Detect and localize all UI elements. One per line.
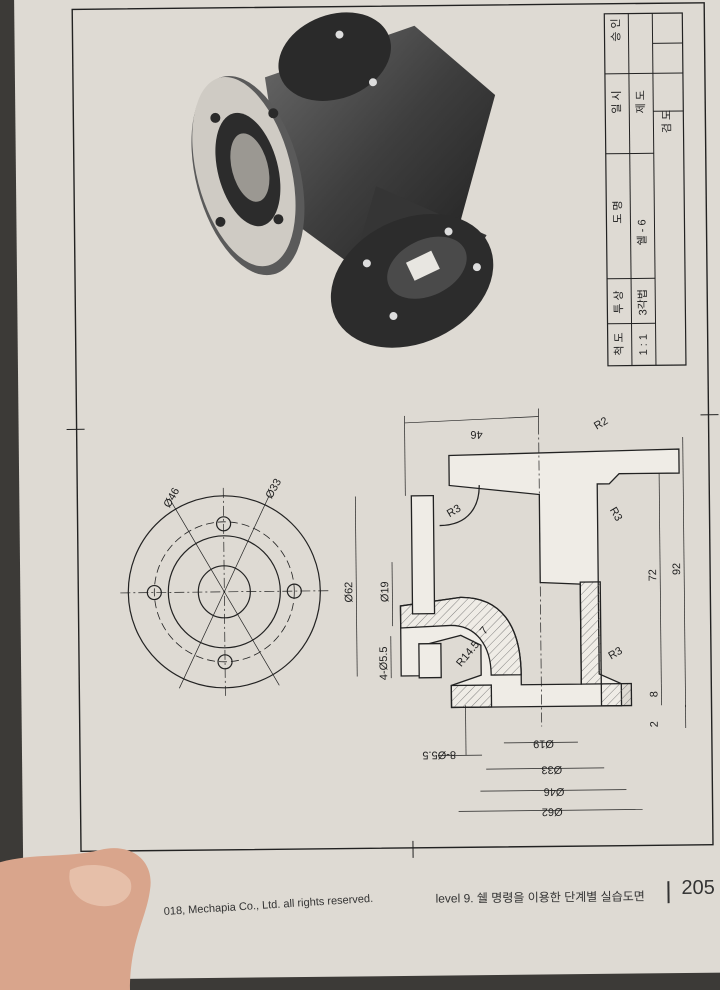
drawing-name-value: 쉘 - 6 bbox=[635, 219, 648, 245]
dim-r2: R2 bbox=[592, 415, 610, 432]
dim-19-left: Ø19 bbox=[379, 581, 391, 602]
dim-19-bottom: Ø19 bbox=[533, 737, 554, 749]
section-view bbox=[399, 423, 682, 728]
drawing-name-label: 도 명 bbox=[611, 200, 624, 223]
drafter-label: 제 도 bbox=[634, 90, 647, 113]
dim-holes-bottom: 8-Ø5.5 bbox=[422, 748, 456, 760]
dim-62-bottom: Ø62 bbox=[542, 805, 563, 817]
dim-33-bottom: Ø33 bbox=[541, 763, 562, 775]
thumb bbox=[0, 830, 180, 990]
dim-r3-lower: R3 bbox=[606, 645, 624, 662]
dim-2: 2 bbox=[649, 721, 661, 727]
dim-46-bottom: Ø46 bbox=[544, 785, 565, 797]
dim-r14: R14.5 bbox=[454, 639, 482, 669]
date-label: 일 시 bbox=[609, 90, 623, 113]
footer-separator bbox=[667, 881, 669, 903]
checker-label: 검 도 bbox=[660, 110, 673, 133]
dim-r3-upper-right: R3 bbox=[607, 505, 624, 523]
dim-8: 8 bbox=[648, 691, 660, 697]
circ-dim-33: Ø33 bbox=[264, 477, 285, 501]
dim-72: 72 bbox=[647, 569, 659, 581]
dim-r3-upper-left: R3 bbox=[445, 503, 463, 520]
chapter-title: level 9. 쉘 명령을 이용한 단계별 실습도면 bbox=[435, 887, 644, 906]
end-view bbox=[119, 487, 329, 697]
projection-value: 3각법 bbox=[636, 289, 649, 315]
isometric-render bbox=[171, 0, 516, 375]
scale-value: 1 : 1 bbox=[638, 334, 650, 356]
scale-label: 척 도 bbox=[613, 332, 626, 355]
page-number: 205 bbox=[681, 877, 715, 900]
circ-dim-46: Ø46 bbox=[162, 486, 183, 510]
dim-92: 92 bbox=[671, 563, 683, 575]
projection-label: 투 상 bbox=[612, 290, 625, 313]
dim-holes-left: 4-Ø5.5 bbox=[378, 646, 390, 680]
dim-62-left: Ø62 bbox=[343, 582, 355, 603]
approve-label: 승 인 bbox=[609, 18, 622, 41]
dim-top-width: 46 bbox=[470, 428, 482, 440]
title-block: 척 도 1 : 1 투 상 3각법 도 명 쉘 - 6 일 시 제 도 검 도 … bbox=[604, 13, 686, 366]
